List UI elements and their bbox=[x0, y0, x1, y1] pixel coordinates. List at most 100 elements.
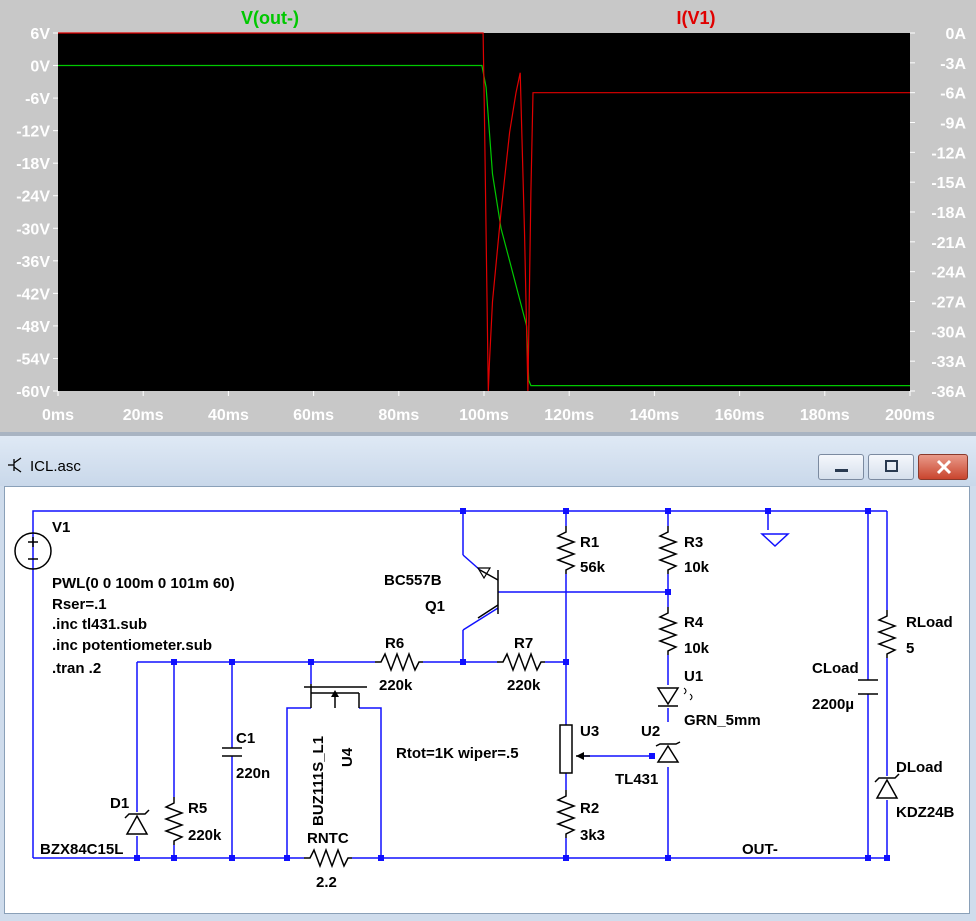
cload-label[interactable]: CLoad bbox=[812, 660, 859, 677]
schematic-icon bbox=[8, 457, 22, 473]
r3-value[interactable]: 10k bbox=[684, 559, 710, 576]
junction-dots bbox=[134, 508, 890, 861]
r6-label[interactable]: R6 bbox=[385, 635, 404, 652]
right-axis-tick-label: -3A bbox=[940, 56, 966, 73]
x-axis-tick-label: 0ms bbox=[42, 407, 74, 424]
u4-label[interactable]: U4 bbox=[339, 747, 356, 767]
resistor-r5[interactable] bbox=[163, 797, 185, 845]
minimize-button[interactable] bbox=[818, 454, 864, 480]
voltage-source-v1[interactable] bbox=[14, 532, 52, 570]
resistor-r7[interactable] bbox=[497, 651, 545, 673]
right-axis-tick-label: 0A bbox=[946, 26, 967, 43]
left-axis-tick-label: -6V bbox=[25, 91, 50, 108]
resistor-r2[interactable] bbox=[555, 790, 577, 838]
waveform-plot[interactable]: 6V0V-6V-12V-18V-24V-30V-36V-42V-48V-54V-… bbox=[0, 0, 976, 432]
d1-label[interactable]: D1 bbox=[110, 795, 129, 812]
trace-label-v-out[interactable]: V(out-) bbox=[241, 8, 299, 28]
capacitor-c1[interactable] bbox=[222, 747, 242, 757]
x-axis-tick-label: 180ms bbox=[800, 407, 850, 424]
zener-diode-d1[interactable] bbox=[124, 809, 150, 835]
resistor-rload[interactable] bbox=[876, 610, 898, 658]
c1-value[interactable]: 220n bbox=[236, 765, 270, 782]
q1-model-label[interactable]: BC557B bbox=[384, 572, 442, 589]
r5-label[interactable]: R5 bbox=[188, 800, 207, 817]
r6-value[interactable]: 220k bbox=[379, 677, 413, 694]
trace-v-out[interactable] bbox=[58, 64, 910, 387]
thermistor-rntc[interactable] bbox=[304, 847, 352, 869]
net-label-out[interactable]: OUT- bbox=[742, 841, 778, 858]
r7-label[interactable]: R7 bbox=[514, 635, 533, 652]
x-axis-tick-label: 200ms bbox=[885, 407, 935, 424]
trace-i-v1[interactable] bbox=[58, 32, 910, 392]
left-axis-tick-label: -54V bbox=[16, 351, 50, 368]
resistor-r4[interactable] bbox=[657, 607, 679, 655]
u1-label[interactable]: U1 bbox=[684, 668, 703, 685]
zener-diode-dload[interactable] bbox=[874, 773, 900, 799]
r7-value[interactable]: 220k bbox=[507, 677, 541, 694]
r4-value[interactable]: 10k bbox=[684, 640, 710, 657]
u1-model-label[interactable]: GRN_5mm bbox=[684, 712, 761, 729]
v1-label[interactable]: V1 bbox=[52, 519, 70, 536]
u2-model-label[interactable]: TL431 bbox=[615, 771, 658, 788]
window-titlebar[interactable]: ICL.asc bbox=[0, 436, 976, 486]
r5-value[interactable]: 220k bbox=[188, 827, 222, 844]
x-axis-tick-label: 40ms bbox=[208, 407, 249, 424]
inc-tl431-directive[interactable]: .inc tl431.sub bbox=[52, 616, 147, 633]
d1-model-label[interactable]: BZX84C15L bbox=[40, 841, 123, 858]
mosfet-u4[interactable] bbox=[304, 684, 367, 708]
resistor-r1[interactable] bbox=[555, 526, 577, 574]
v1-pwl-label[interactable]: PWL(0 0 100m 0 101m 60) bbox=[52, 575, 235, 592]
r4-label[interactable]: R4 bbox=[684, 614, 704, 631]
r3-label[interactable]: R3 bbox=[684, 534, 703, 551]
close-button[interactable] bbox=[918, 454, 968, 480]
tran-directive[interactable]: .tran .2 bbox=[52, 660, 101, 677]
x-axis-tick-label: 140ms bbox=[629, 407, 679, 424]
x-axis-tick-label: 100ms bbox=[459, 407, 509, 424]
r2-label[interactable]: R2 bbox=[580, 800, 599, 817]
inc-potentiometer-directive[interactable]: .inc potentiometer.sub bbox=[52, 637, 212, 654]
shunt-regulator-u2[interactable] bbox=[655, 741, 681, 763]
left-axis-tick-label: -24V bbox=[16, 189, 50, 206]
r1-label[interactable]: R1 bbox=[580, 534, 599, 551]
r1-value[interactable]: 56k bbox=[580, 559, 606, 576]
left-axis-tick-label: -60V bbox=[16, 384, 50, 401]
u2-label[interactable]: U2 bbox=[641, 723, 660, 740]
v1-rser-label[interactable]: Rser=.1 bbox=[52, 596, 107, 613]
r2-value[interactable]: 3k3 bbox=[580, 827, 605, 844]
q1-label[interactable]: Q1 bbox=[425, 598, 445, 615]
resistor-r6[interactable] bbox=[375, 651, 423, 673]
right-axis-tick-label: -24A bbox=[931, 265, 966, 282]
maximize-button[interactable] bbox=[868, 454, 914, 480]
right-axis-tick-label: -30A bbox=[931, 324, 966, 341]
rntc-value[interactable]: 2.2 bbox=[316, 874, 337, 891]
potentiometer-u3[interactable] bbox=[559, 724, 590, 774]
rntc-label[interactable]: RNTC bbox=[307, 830, 349, 847]
x-axis-tick-label: 60ms bbox=[293, 407, 334, 424]
u3-label[interactable]: U3 bbox=[580, 723, 599, 740]
left-axis-tick-label: -30V bbox=[16, 221, 50, 238]
pane-splitter[interactable] bbox=[0, 432, 976, 436]
resistor-r3[interactable] bbox=[657, 526, 679, 574]
right-axis-tick-label: -9A bbox=[940, 116, 966, 133]
left-axis-tick-label: -42V bbox=[16, 286, 50, 303]
u4-model-label[interactable]: BUZ111S_L1 bbox=[310, 736, 327, 826]
cload-value[interactable]: 2200µ bbox=[812, 696, 854, 713]
dload-label[interactable]: DLoad bbox=[896, 759, 943, 776]
trace-label-i-v1[interactable]: I(V1) bbox=[676, 8, 715, 28]
ground-symbol[interactable] bbox=[760, 533, 790, 548]
schematic-canvas[interactable]: V1 PWL(0 0 100m 0 101m 60) Rser=.1 .inc … bbox=[4, 486, 970, 914]
led-u1[interactable] bbox=[656, 687, 693, 707]
transistor-q1[interactable] bbox=[476, 567, 499, 619]
dload-model-label[interactable]: KDZ24B bbox=[896, 804, 955, 821]
rload-label[interactable]: RLoad bbox=[906, 614, 953, 631]
close-icon bbox=[936, 459, 952, 475]
capacitor-cload[interactable] bbox=[858, 679, 878, 695]
right-axis-tick-label: -27A bbox=[931, 295, 966, 312]
c1-label[interactable]: C1 bbox=[236, 730, 255, 747]
rload-value[interactable]: 5 bbox=[906, 640, 914, 657]
wires[interactable] bbox=[32, 510, 888, 859]
u3-params-label[interactable]: Rtot=1K wiper=.5 bbox=[396, 745, 519, 762]
